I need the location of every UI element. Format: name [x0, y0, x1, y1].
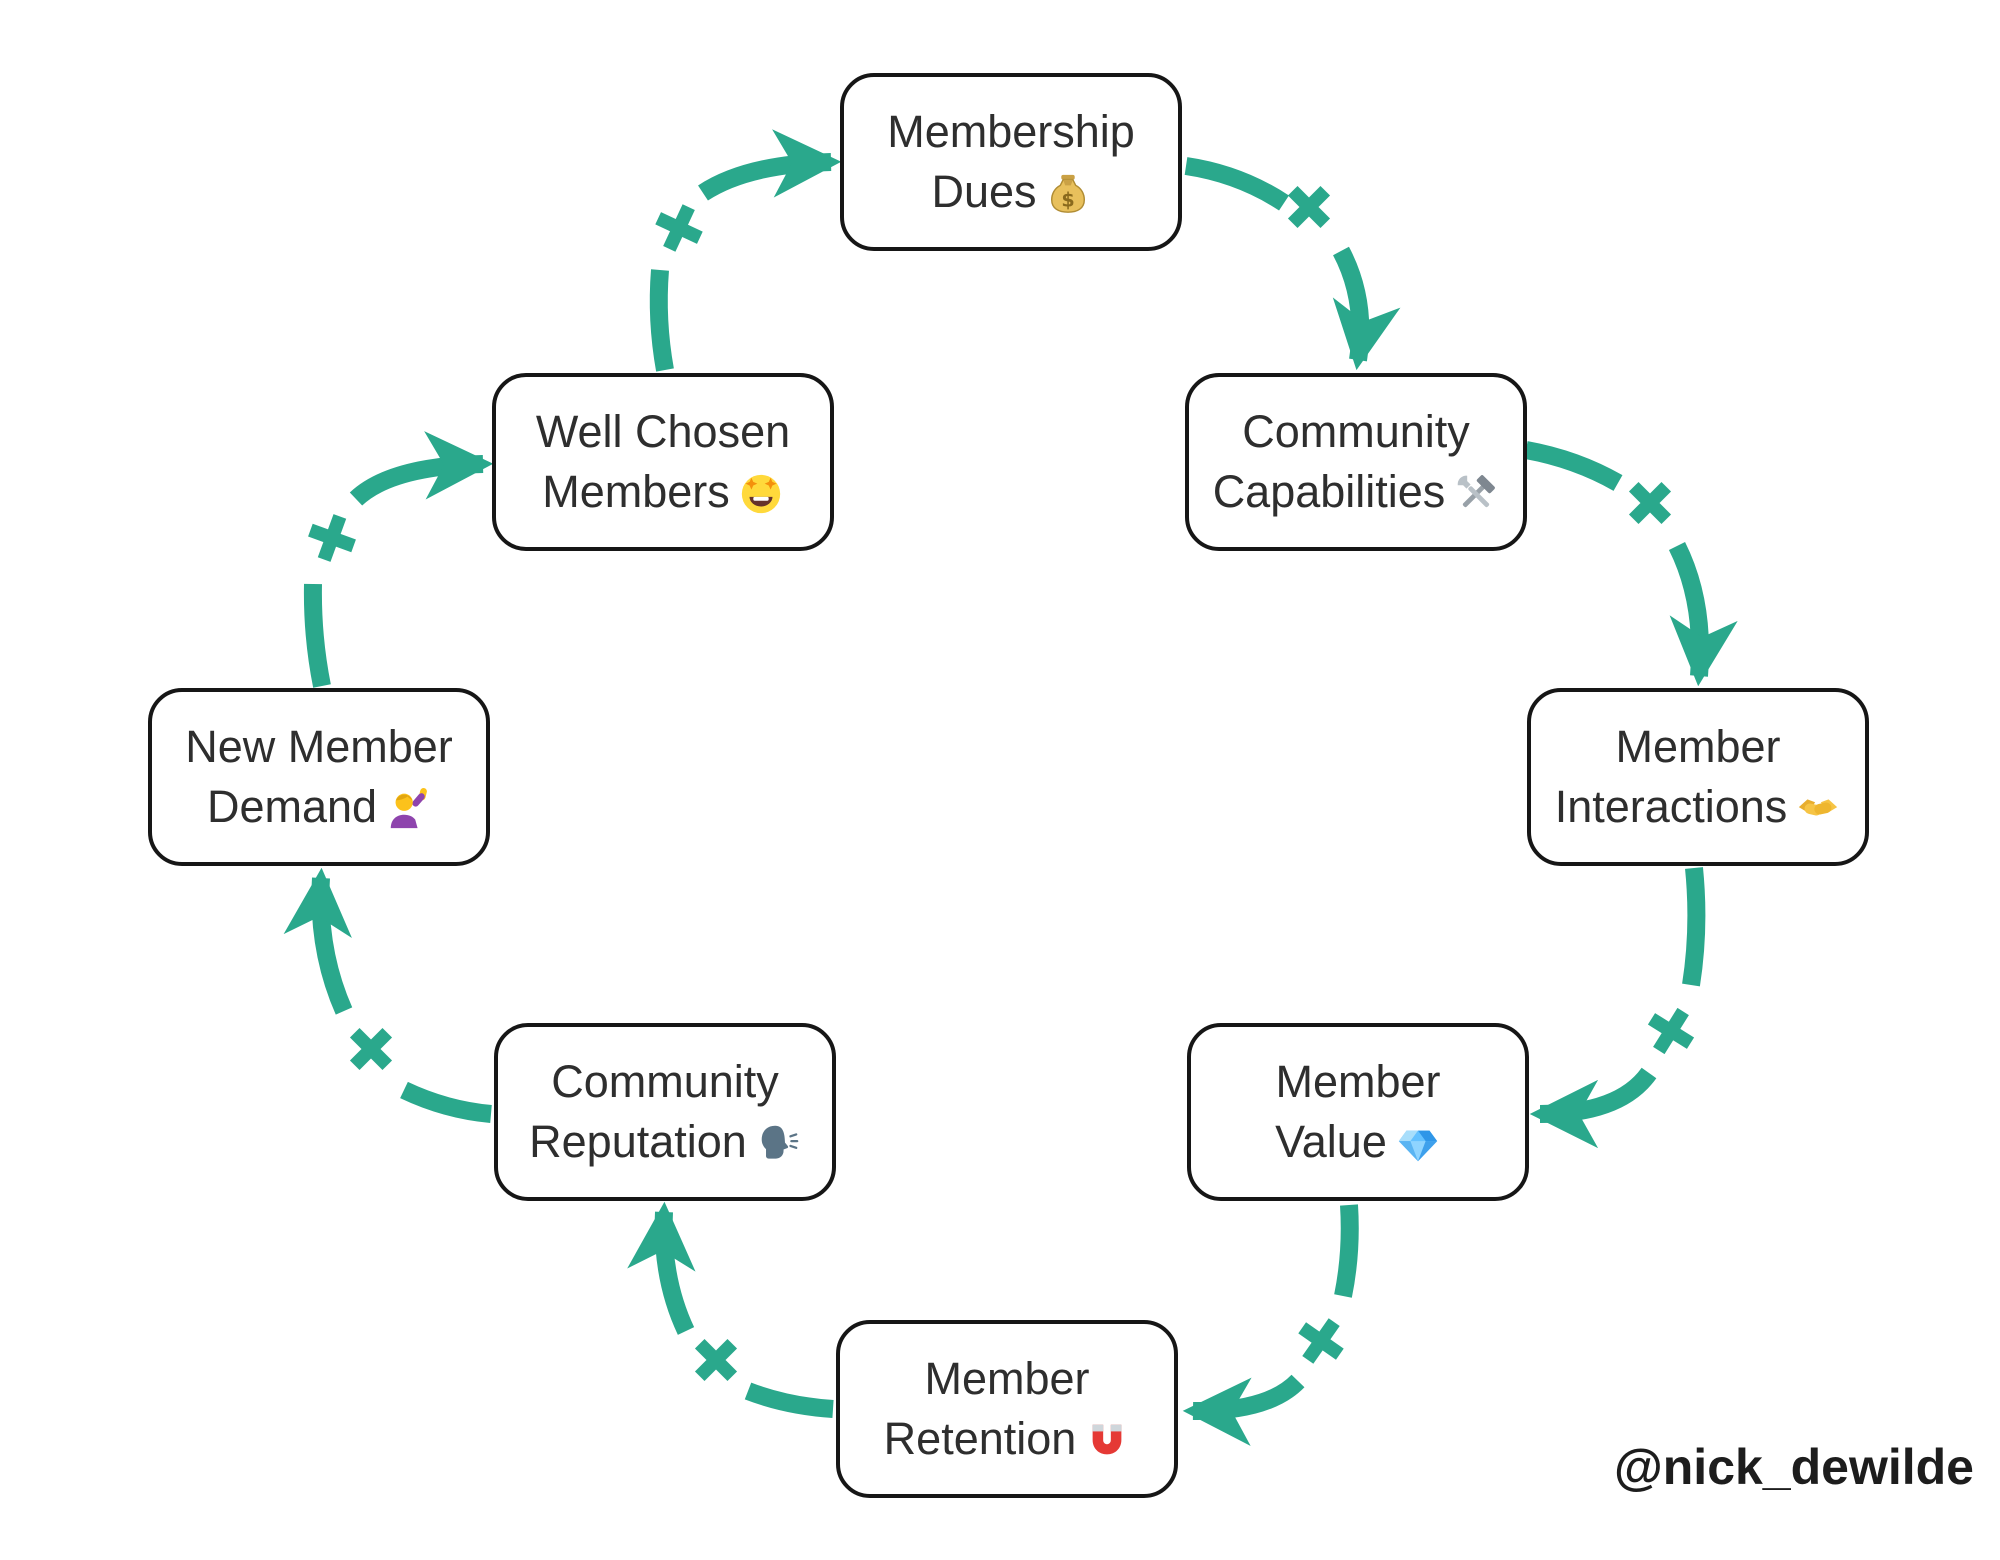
node-label: Well Chosen Members [536, 402, 790, 522]
hammer-and-wrench-icon [1445, 462, 1499, 522]
node-community-capabilities: Community Capabilities [1185, 373, 1527, 551]
arrow-membership-dues-to-community-capabilities [1184, 157, 1401, 371]
raising-hand-icon [377, 777, 431, 837]
node-label: Member Interactions [1555, 717, 1842, 837]
gem-icon [1387, 1112, 1441, 1172]
watermark: @nick_dewilde [1614, 1439, 1974, 1495]
plus-sign [1298, 1318, 1344, 1364]
node-label: Community Reputation [529, 1052, 801, 1172]
plus-sign [308, 514, 356, 562]
arrow-community-reputation-to-new-member-demand [283, 867, 492, 1123]
node-well-chosen-members: Well Chosen Members [492, 373, 834, 551]
money-bag-icon: $ [1037, 162, 1091, 222]
node-membership-dues: Membership Dues$ [840, 73, 1182, 251]
arrow-member-value-to-member-retention [1182, 1204, 1359, 1446]
node-label: Membership Dues$ [887, 102, 1135, 222]
node-member-value: Member Value [1187, 1023, 1529, 1201]
plus-sign [1287, 185, 1331, 229]
arrow-community-capabilities-to-member-interactions [1524, 441, 1738, 687]
plus-sign [1628, 481, 1672, 525]
plus-sign [655, 204, 703, 252]
arrow-new-member-demand-to-well-chosen-members [303, 431, 494, 688]
handshake-icon [1787, 777, 1841, 837]
star-struck-icon [730, 462, 784, 522]
node-new-member-demand: New Member Demand [148, 688, 490, 866]
arrow-well-chosen-members-to-membership-dues [649, 129, 842, 372]
node-label: Member Retention [884, 1349, 1131, 1469]
node-member-interactions: Member Interactions [1527, 688, 1869, 866]
node-label: Member Value [1275, 1052, 1441, 1172]
node-label: Community Capabilities [1213, 402, 1500, 522]
plus-sign [694, 1338, 738, 1382]
node-community-reputation: Community Reputation [494, 1023, 836, 1201]
arrow-member-retention-to-community-reputation [627, 1201, 834, 1418]
plus-sign [1647, 1007, 1695, 1055]
node-label: New Member Demand [185, 717, 453, 837]
arrow-member-interactions-to-member-value [1529, 867, 1706, 1149]
magnet-icon [1076, 1409, 1130, 1469]
speaking-head-icon [747, 1112, 801, 1172]
plus-sign [349, 1027, 393, 1071]
node-member-retention: Member Retention [836, 1320, 1178, 1498]
svg-text:$: $ [1061, 188, 1074, 211]
